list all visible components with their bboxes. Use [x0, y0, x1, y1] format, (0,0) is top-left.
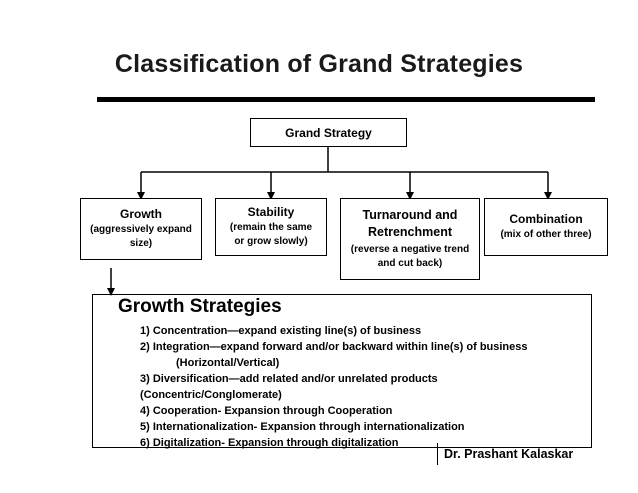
growth-strategies-box [92, 294, 592, 448]
list-item: 6) Digitalization- Expansion through dig… [140, 436, 399, 449]
stability-title: Stability [247, 205, 295, 219]
list-item: (Horizontal/Vertical) [176, 356, 280, 369]
grand-strategy-box: Grand Strategy [250, 118, 407, 147]
growth-strategies-list: 1) Concentration—expand existing line(s)… [140, 324, 528, 452]
list-item: 3) Diversification—add related and/or un… [140, 372, 438, 385]
combination-title: Combination [509, 212, 583, 226]
list-item: (Concentric/Conglomerate) [140, 388, 282, 401]
list-item: 4) Cooperation- Expansion through Cooper… [140, 404, 393, 417]
list-item: 2) Integration—expand forward and/or bac… [140, 340, 528, 353]
author-credit: Dr. Prashant Kalaskar [437, 443, 597, 465]
page-title: Classification of Grand Strategies [114, 50, 524, 78]
list-item: 1) Concentration—expand existing line(s)… [140, 325, 422, 337]
growth-title: Growth [120, 207, 162, 221]
growth-strategies-heading: Growth Strategies [118, 296, 282, 317]
combination-box: Combination (mix of other three) [484, 198, 608, 256]
title-underline [97, 97, 595, 102]
combination-subtitle: (mix of other three) [500, 229, 592, 240]
list-item: 5) Internationalization- Expansion throu… [140, 420, 465, 433]
